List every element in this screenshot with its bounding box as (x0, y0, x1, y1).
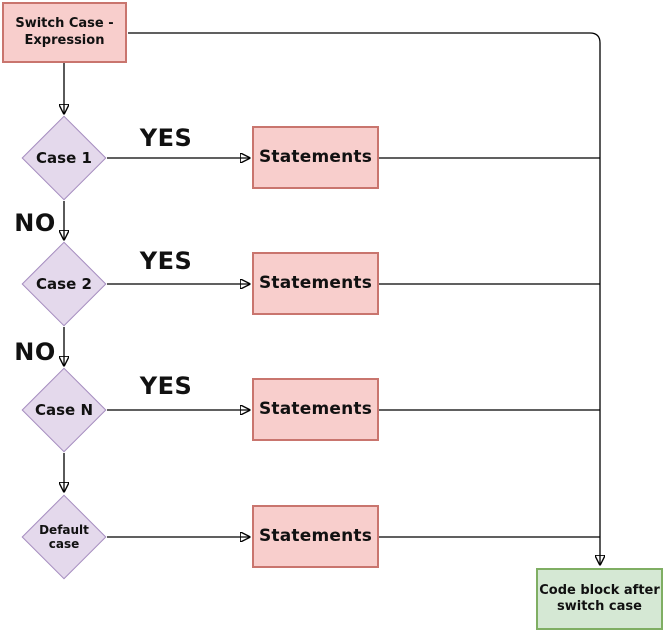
edge-label-no-2: NO (14, 338, 56, 366)
decision-label-case1: Case 1 (36, 149, 92, 167)
statements-box-3: Statements (252, 378, 379, 441)
edge-label-yes-2: YES (139, 247, 193, 275)
edge-label-no-1: NO (14, 209, 56, 237)
start-node-switch-expression: Switch Case - Expression (2, 2, 127, 63)
edge-expression-to-codeblock (128, 32, 600, 564)
edge-label-yes-1: YES (139, 124, 193, 152)
decision-label-casen: Case N (34, 401, 93, 419)
statements-box-2: Statements (252, 252, 379, 315)
end-node-code-block-after-switch: Code block after switch case (536, 568, 663, 630)
decision-label-default: Default case (39, 523, 89, 551)
statements-box-1: Statements (252, 126, 379, 189)
decision-label-case2: Case 2 (36, 275, 92, 293)
statements-box-4: Statements (252, 505, 379, 568)
edge-label-yes-3: YES (139, 372, 193, 400)
